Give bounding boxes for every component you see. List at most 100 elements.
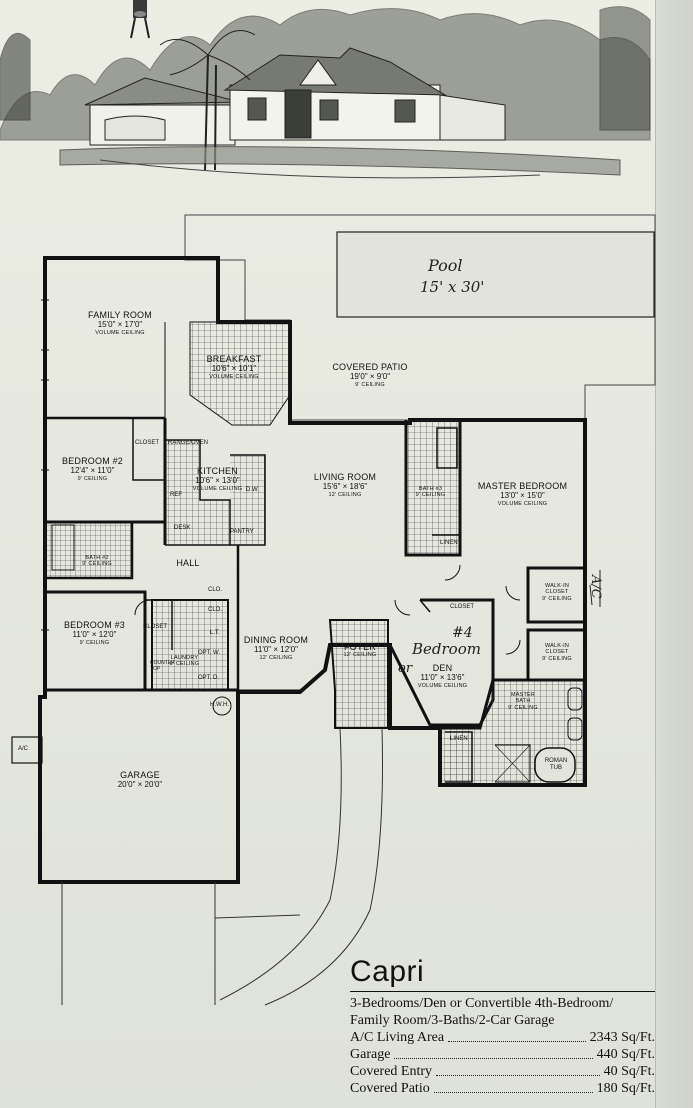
room-ceiling: 9' CEILING	[355, 381, 385, 388]
bedroom-3-label: BEDROOM #3 11'0" × 12'0" 9' CEILING	[52, 620, 137, 646]
ac-handwritten-note: A/C	[588, 575, 603, 599]
living-room-label: LIVING ROOM 15'6" × 18'6" 12' CEILING	[300, 472, 390, 498]
room-name: BATH #3	[418, 486, 443, 492]
model-name: Capri	[350, 955, 425, 988]
optional-washer-label: OPT. W.	[198, 650, 221, 656]
spec-label: Covered Entry	[350, 1064, 433, 1079]
optional-dryer-label: OPT. D.	[198, 675, 220, 681]
room-name: DEN	[432, 663, 453, 673]
room-ceiling: 12' CEILING	[328, 491, 362, 498]
bath-2-label: BATH #2 9' CEILING	[72, 555, 122, 568]
ac-unit-label: A/C	[18, 746, 29, 752]
room-name: DINING ROOM	[243, 635, 309, 645]
room-ceiling: VOLUME CEILING	[192, 485, 243, 492]
room-dimensions: 11'0" × 12'0"	[72, 630, 117, 640]
clo-label-1: CLO.	[208, 587, 223, 593]
room-name: MASTER BEDROOM	[477, 481, 568, 491]
room-name: COVERED PATIO	[332, 362, 408, 372]
room-ceiling: 9' CEILING	[542, 655, 572, 662]
room-name: LIVING ROOM	[313, 472, 377, 482]
room-name: BEDROOM #3	[63, 620, 125, 630]
room-name: LAUNDRY	[170, 655, 199, 661]
covered-patio-label: COVERED PATIO 19'0" × 9'0" 9' CEILING	[320, 362, 420, 388]
dishwasher-label: D.W.	[246, 487, 259, 493]
room-name: BEDROOM #2	[61, 456, 123, 466]
room-ceiling: VOLUME CEILING	[95, 329, 145, 336]
bedroom-4-number-note: #4	[452, 625, 473, 641]
or-handwritten-note: or	[398, 661, 413, 676]
breakfast-label: BREAKFAST 10'6" × 10'1" VOLUME CEILING	[194, 354, 274, 380]
room-name: KITCHEN	[197, 466, 238, 476]
roman-tub-label: ROMAN TUB	[544, 758, 568, 771]
range-oven-label: RANGE/OVEN	[168, 440, 209, 446]
master-bedroom-label: MASTER BEDROOM 13'0" × 15'0" VOLUME CEIL…	[465, 481, 580, 507]
closet-label-bed3: CLOSET	[143, 624, 168, 630]
bath-3-label: BATH #3 9' CEILING	[408, 486, 453, 499]
room-name: BATH #2	[85, 555, 109, 561]
room-ceiling: 9' CEILING	[415, 492, 446, 499]
bedroom-handwritten-note: Bedroom	[412, 640, 481, 658]
room-dimensions: 10'6" × 10'1"	[211, 364, 257, 374]
description-line-1: 3-Bedrooms/Den or Convertible 4th-Bedroo…	[350, 996, 614, 1011]
room-ceiling: 9' CEILING	[77, 475, 108, 482]
foyer-label: FOYER 12' CEILING	[335, 642, 385, 659]
room-name: GARAGE	[120, 770, 160, 780]
hall-label: HALL	[168, 558, 208, 568]
walk-in-closet-1-label: WALK-IN CLOSET 9' CEILING	[530, 583, 584, 602]
spec-label: Covered Patio	[350, 1081, 430, 1096]
room-ceiling: 9' CEILING	[542, 595, 572, 602]
room-name: MASTER	[510, 692, 536, 698]
room-ceiling: VOLUME CEILING	[209, 373, 259, 380]
walk-in-closet-2-label: WALK-IN CLOSET 9' CEILING	[530, 643, 584, 662]
plan-description: 3-Bedrooms/Den or Convertible 4th-Bedroo…	[350, 991, 655, 1029]
dining-room-label: DINING ROOM 11'0" × 12'0" 12' CEILING	[236, 635, 316, 661]
spec-label: A/C Living Area	[350, 1030, 445, 1045]
kitchen-label: KITCHEN 10'6" × 13'0" VOLUME CEILING	[180, 466, 255, 492]
room-dimensions: 19'0" × 9'0"	[349, 372, 391, 382]
pantry-label: PANTRY	[230, 529, 254, 535]
spec-living-area: A/C Living Area 2343 Sq/Ft.	[350, 1029, 655, 1046]
room-dimensions: 15'6" × 18'6"	[322, 482, 368, 492]
binder-clip-icon	[130, 0, 150, 39]
plan-title-block: Capri 3-Bedrooms/Den or Convertible 4th-…	[350, 955, 655, 1097]
master-bath-label: MASTER BATH 9' CEILING	[500, 692, 546, 711]
room-name: HALL	[176, 558, 200, 568]
spec-garage: Garage 440 Sq/Ft.	[350, 1046, 655, 1063]
adjacent-page-edge	[655, 0, 693, 1108]
room-dimensions: 11'0" × 12'0"	[254, 645, 298, 655]
room-name: WALK-IN	[544, 643, 570, 649]
room-ceiling: 9' CEILING	[508, 704, 538, 711]
pool-handwritten-note: Pool	[428, 256, 463, 275]
room-name-2: BATH	[515, 698, 531, 705]
laundry-label: LAUNDRY 9' CEILING	[162, 655, 207, 668]
room-ceiling: 12' CEILING	[259, 654, 293, 661]
den-label: DEN 11'0" × 13'6" VOLUME CEILING	[405, 663, 480, 689]
room-dimensions: 12'4" × 11'0"	[70, 466, 115, 476]
room-name: FOYER	[343, 642, 376, 652]
clo-label-2: CLO.	[208, 607, 223, 613]
room-ceiling: 12' CEILING	[343, 652, 377, 659]
spec-label: Garage	[350, 1047, 391, 1062]
room-ceiling: 9' CEILING	[82, 561, 112, 568]
hot-water-heater-label: H.W.H.	[210, 702, 229, 708]
room-ceiling: 9' CEILING	[169, 661, 200, 668]
room-dimensions: 10'6" × 13'0"	[195, 476, 240, 486]
linen-label-master: LINEN	[450, 736, 468, 742]
room-name-2: CLOSET	[545, 649, 569, 656]
ref-label: REF	[170, 492, 182, 498]
desk-label: DESK	[174, 525, 191, 531]
room-name: WALK-IN	[544, 583, 570, 589]
spec-value: 440 Sq/Ft.	[596, 1047, 655, 1062]
room-name: FAMILY ROOM	[88, 310, 152, 320]
lt-label: L.T.	[210, 630, 220, 636]
spec-value: 2343 Sq/Ft.	[589, 1030, 655, 1045]
room-ceiling: VOLUME CEILING	[417, 682, 468, 689]
spec-covered-entry: Covered Entry 40 Sq/Ft.	[350, 1063, 655, 1080]
family-room-label: FAMILY ROOM 15'0" × 17'0" VOLUME CEILING	[70, 310, 170, 336]
room-name-2: CLOSET	[545, 589, 569, 596]
pool-size-handwritten-note: 15' x 30'	[420, 278, 485, 296]
spec-value: 40 Sq/Ft.	[603, 1064, 655, 1079]
room-dimensions: 15'0" × 17'0"	[97, 320, 143, 330]
bedroom-2-label: BEDROOM #2 12'4" × 11'0" 9' CEILING	[50, 456, 135, 482]
